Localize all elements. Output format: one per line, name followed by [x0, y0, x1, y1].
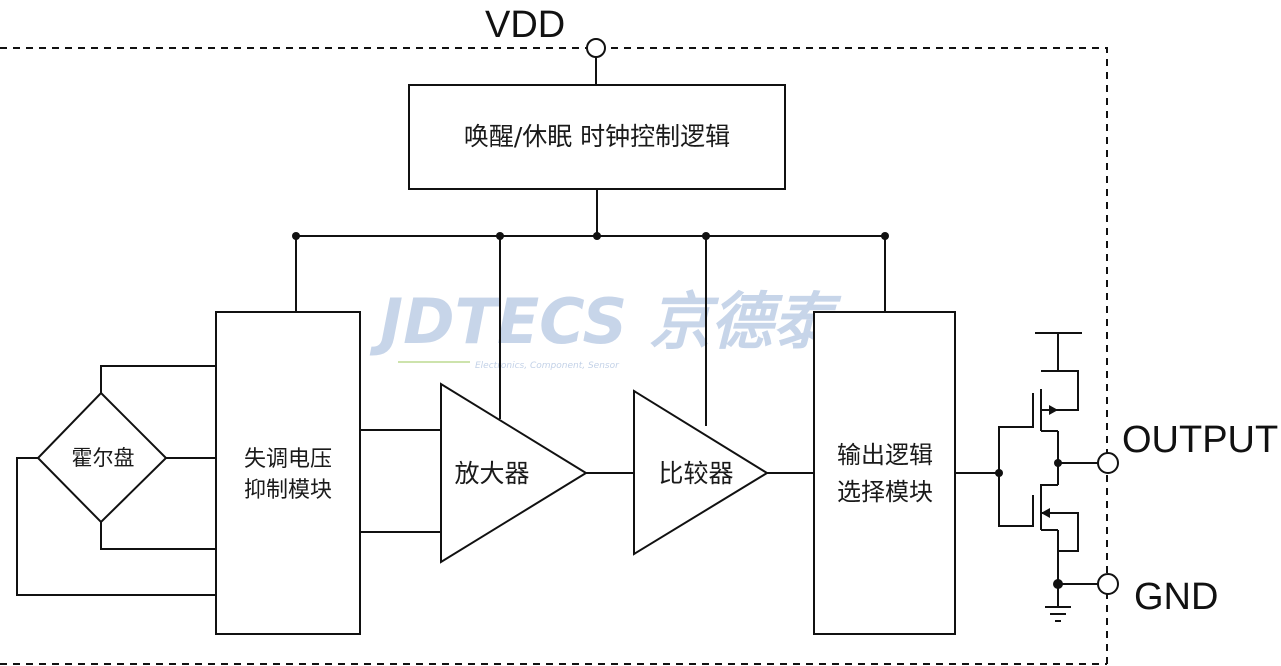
upper-arrow: [1049, 405, 1058, 415]
output-label: OUTPUT: [1122, 419, 1278, 461]
clock-control-box: [408, 84, 786, 190]
vdd-terminal: [586, 38, 606, 58]
gnd-label: GND: [1134, 576, 1218, 618]
lower-arrow: [1041, 508, 1050, 518]
output-logic-label-line1: 输出逻辑: [837, 441, 933, 469]
upper-body-loop: [1058, 370, 1079, 411]
watermark-brand: JDTECS 京德泰: [369, 285, 842, 358]
gnd-terminal: [1097, 573, 1119, 595]
junction-dot: [292, 232, 300, 240]
comparator: 比较器: [633, 236, 814, 556]
hall-wire-top: [100, 365, 216, 393]
offset-label-line1: 失调电压: [244, 447, 332, 472]
output-logic-block: 输出逻辑 选择模块: [813, 311, 1003, 635]
output-logic-box: [813, 311, 956, 635]
amplifier-label: 放大器: [454, 459, 529, 488]
output-pin: OUTPUT: [1097, 419, 1278, 474]
junction-dot: [593, 232, 601, 240]
clock-control-label: 唤醒/休眠 时钟控制逻辑: [464, 122, 730, 151]
amplifier-triangle: [440, 382, 588, 564]
hall-wire-bottom: [100, 522, 216, 550]
clock-control-block: 唤醒/休眠 时钟控制逻辑: [408, 84, 786, 190]
hall-wire-left: [16, 457, 216, 596]
output-logic-label-line2: 选择模块: [837, 478, 933, 506]
lower-body-loop: [1058, 512, 1079, 552]
output-driver: [998, 332, 1098, 622]
upper-gate-wire: [998, 408, 1034, 473]
lower-gate-wire: [998, 473, 1034, 527]
offset-suppression-box: [215, 311, 361, 635]
comparator-triangle: [633, 389, 769, 556]
offset-suppression-block: 失调电压 抑制模块: [215, 311, 441, 635]
hall-plate: 霍尔盘: [16, 365, 216, 596]
vdd-label: VDD: [485, 4, 565, 46]
watermark-tagline: Electronics, Component, Sensor: [475, 361, 620, 371]
amplifier: 放大器: [440, 236, 634, 564]
junction-dot: [881, 232, 889, 240]
output-terminal: [1097, 452, 1119, 474]
hall-plate-label: 霍尔盘: [72, 446, 135, 470]
watermark: JDTECS 京德泰 Electronics, Component, Senso…: [369, 285, 842, 371]
offset-label-line2: 抑制模块: [244, 478, 332, 503]
comparator-label: 比较器: [658, 459, 733, 488]
vdd-pin: VDD: [485, 4, 606, 85]
gnd-pin: GND: [1097, 573, 1218, 618]
chip-boundary: [0, 47, 1108, 666]
